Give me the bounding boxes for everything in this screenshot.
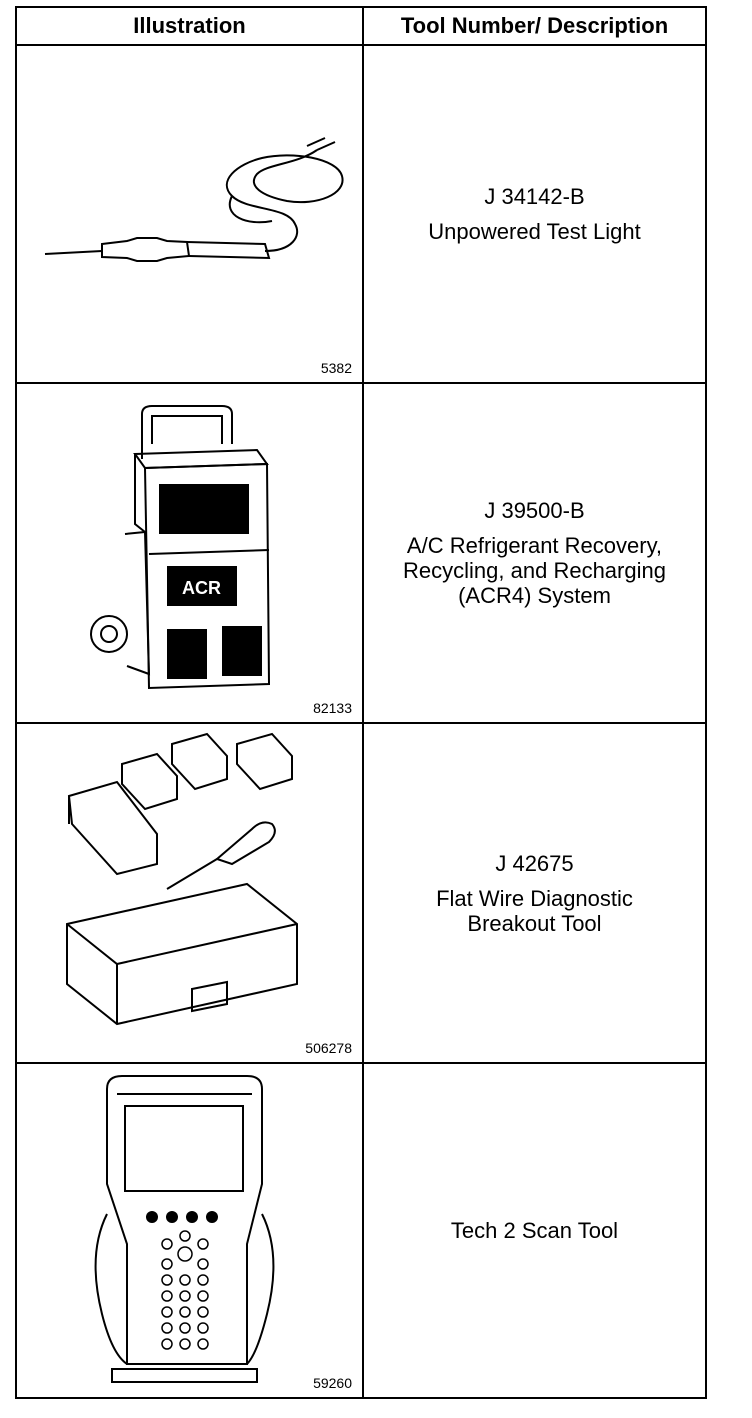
tool-name-line: Breakout Tool xyxy=(467,910,602,936)
tool-name: Unpowered Test Light xyxy=(428,219,641,244)
acr4-machine-icon: ACR 82133 xyxy=(17,384,362,722)
header-illustration: Illustration xyxy=(133,13,246,38)
tool-description: J 34142-B Unpowered Test Light xyxy=(364,46,705,382)
figure-number: 59260 xyxy=(313,1375,352,1391)
figure-number: 82133 xyxy=(313,700,352,716)
test-light-icon: 5382 xyxy=(17,46,362,382)
tool-number: J 39500-B xyxy=(484,498,585,523)
table-header: Illustration Tool Number/ Description xyxy=(17,8,705,46)
tool-description: J 42675 Flat Wire Diagnostic Breakout To… xyxy=(364,724,705,1062)
table-row: 59260 Tech 2 Scan Tool xyxy=(17,1064,705,1397)
table-row: 5382 J 34142-B Unpowered Test Light xyxy=(17,46,705,384)
tool-table: Illustration Tool Number/ Description 53… xyxy=(15,6,707,1399)
header-tool-description: Tool Number/ Description xyxy=(400,13,669,38)
tool-number: J 42675 xyxy=(495,850,574,876)
tool-name-line: Flat Wire Diagnostic xyxy=(436,885,633,911)
tool-description: J 39500-B A/C Refrigerant Recovery, Recy… xyxy=(364,384,705,722)
table-row: 506278 J 42675 Flat Wire Diagnostic Brea… xyxy=(17,724,705,1064)
tool-number: J 34142-B xyxy=(484,184,585,209)
figure-number: 506278 xyxy=(305,1040,352,1056)
breakout-kit-icon: 506278 xyxy=(17,724,362,1062)
svg-text:ACR: ACR xyxy=(182,578,221,598)
tool-name-line: Recycling, and Recharging xyxy=(403,558,666,583)
tech2-scanner-icon: 59260 xyxy=(17,1064,362,1397)
tool-description: Tech 2 Scan Tool xyxy=(364,1064,705,1397)
tool-name: Tech 2 Scan Tool xyxy=(450,1218,619,1243)
column-divider xyxy=(362,8,364,1397)
tool-name-line: A/C Refrigerant Recovery, xyxy=(406,533,663,558)
tool-name-line: (ACR4) System xyxy=(458,583,611,608)
figure-number: 5382 xyxy=(320,360,352,376)
table-row: ACR 82133 J 39500-B A/C Refrigerant Reco… xyxy=(17,384,705,724)
